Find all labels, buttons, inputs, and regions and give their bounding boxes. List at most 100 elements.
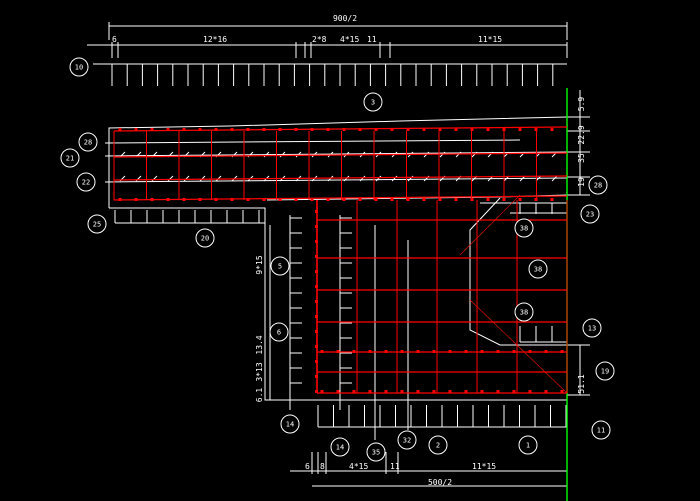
callout-19: 19	[595, 361, 615, 381]
callout-circle	[591, 420, 611, 440]
rebar-dot	[118, 128, 122, 131]
callout-label: 10	[75, 64, 83, 72]
rebar-dot	[480, 390, 484, 393]
rebar-dot	[480, 350, 484, 353]
hatch-tick	[391, 175, 398, 182]
dim-top-seg: 4*15	[340, 35, 359, 44]
row-21-leader	[104, 151, 568, 157]
dim-right: 19	[577, 177, 586, 187]
rebar-dot	[230, 198, 234, 201]
rebar-dot	[438, 198, 442, 201]
callout-23: 23	[580, 204, 600, 224]
callout-label: 28	[84, 139, 92, 147]
rebar-horizontal	[113, 152, 568, 158]
hatch-tick	[167, 175, 174, 182]
rebar-dot	[315, 285, 318, 288]
rebar-dot	[315, 345, 318, 348]
dim-right: 35	[577, 153, 586, 163]
callout-circle	[195, 228, 215, 248]
rebar-dot	[550, 198, 554, 201]
dim-overall-bottom: 500/2	[428, 478, 452, 487]
rebar-dot	[320, 390, 324, 393]
rebar-dot	[336, 350, 340, 353]
row-28-leader	[104, 139, 521, 144]
rebar-dot	[358, 128, 362, 131]
rebar-dot	[352, 390, 356, 393]
slab-outline-bottom	[109, 207, 567, 401]
rebar-dot	[384, 350, 388, 353]
hatch-tick	[183, 175, 190, 182]
callout-2: 2	[428, 435, 448, 455]
callout-label: 14	[336, 444, 344, 452]
rebar-dot	[214, 128, 218, 131]
callout-circle	[363, 92, 383, 112]
callout-circle	[397, 430, 417, 450]
right-dimensions: 5.9 22.9 35 19 51.1	[577, 97, 586, 394]
rebar-dot	[438, 128, 442, 131]
callout-circle	[595, 361, 615, 381]
rebar-grid	[113, 126, 568, 394]
rebar-dot	[384, 390, 388, 393]
rebar-dot	[262, 198, 266, 201]
callout-21: 21	[60, 148, 80, 168]
callout-label: 25	[93, 221, 101, 229]
rebar-dot	[182, 198, 186, 201]
rebar-dot	[390, 128, 394, 131]
callout-circle	[588, 175, 608, 195]
rebar-dot	[315, 240, 318, 243]
rebar-dot	[544, 390, 548, 393]
rebar-dot	[470, 128, 474, 131]
dim-left: 3*13	[255, 362, 264, 381]
dim-left: 13.4	[255, 335, 264, 354]
rebar-dot	[368, 390, 372, 393]
hatch-tick	[199, 175, 206, 182]
callout-label: 1	[526, 442, 530, 450]
dim-right: 51.1	[577, 374, 586, 393]
dim-top-seg: 6	[112, 35, 117, 44]
callout-label: 3	[371, 99, 375, 107]
rebar-dot	[342, 128, 346, 131]
rebar-dot	[486, 128, 490, 131]
rebar-dot	[315, 255, 318, 258]
dim-right: 5.9	[577, 97, 586, 112]
rebar-dot	[422, 128, 426, 131]
rebar-dot	[198, 128, 202, 131]
rebar-dot	[315, 210, 318, 213]
rebar-dot	[368, 350, 372, 353]
rebar-dot	[406, 128, 410, 131]
callout-circle	[87, 214, 107, 234]
rebar-dot	[310, 128, 314, 131]
rebar-dot	[560, 350, 564, 353]
dim-bottom-seg: 6	[305, 462, 310, 471]
rebar-dot	[278, 198, 282, 201]
rebar-dot	[198, 198, 202, 201]
callout-label: 13	[588, 325, 596, 333]
rebar-dot	[518, 198, 522, 201]
rebar-dot	[182, 128, 186, 131]
callout-label: 14	[286, 421, 294, 429]
dim-bottom-seg: 4*15	[349, 462, 368, 471]
callout-circle	[280, 414, 300, 434]
rebar-dot	[214, 198, 218, 201]
callout-14: 14	[280, 414, 300, 434]
callout-circle	[69, 57, 89, 77]
rebar-dot	[326, 128, 330, 131]
rebar-diagonal	[469, 299, 568, 394]
callout-label: 35	[372, 449, 380, 457]
rebar-dot	[246, 128, 250, 131]
rebar-diagonal	[459, 194, 521, 256]
rebar-dot	[502, 128, 506, 131]
rebar-dot	[422, 198, 426, 201]
rebar-dot	[496, 350, 500, 353]
rebar-dot	[528, 390, 532, 393]
callout-circle	[76, 172, 96, 192]
callout-label: 20	[201, 235, 209, 243]
rebar-dot	[550, 128, 554, 131]
rebar-dot	[518, 128, 522, 131]
callout-13: 13	[582, 318, 602, 338]
callout-circle	[528, 259, 548, 279]
callout-circle	[514, 302, 534, 322]
rebar-dot	[352, 350, 356, 353]
